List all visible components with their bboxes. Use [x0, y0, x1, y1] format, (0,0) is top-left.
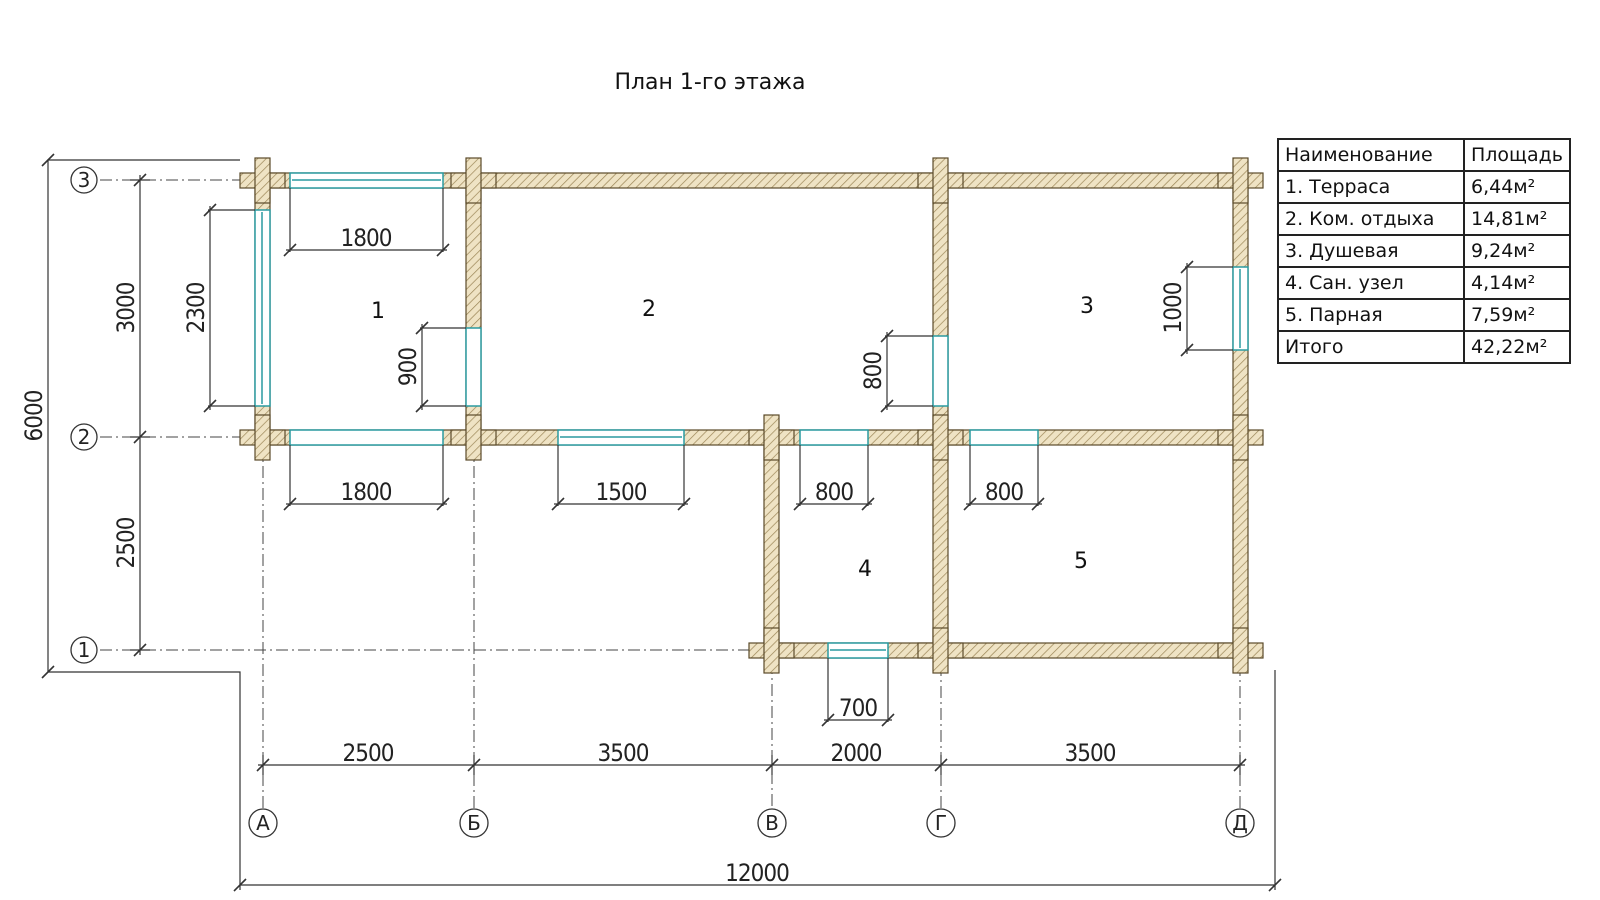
- dim-top-1800: 1800: [341, 224, 392, 252]
- row-name: 4. Сан. узел: [1277, 266, 1465, 300]
- header-name: Наименование: [1277, 138, 1465, 172]
- header-area: Площадь: [1463, 138, 1571, 172]
- dim-chain-2500: 2500: [343, 739, 394, 767]
- walls: [254, 172, 1249, 659]
- room-3-label: 3: [1080, 294, 1094, 319]
- axis-g-label: Г: [935, 811, 947, 835]
- axis-marker-g: [926, 808, 956, 838]
- dim-700: 700: [839, 694, 877, 722]
- dim-800-v: 800: [859, 352, 887, 390]
- dim-1500: 1500: [596, 478, 647, 506]
- axis-v-label: В: [765, 811, 779, 835]
- dim-total-12000: 12000: [725, 859, 789, 887]
- table-row: 3. Душевая 9,24м²: [1277, 234, 1571, 268]
- log-corners: [239, 157, 1264, 674]
- dim-left-3000: 3000: [112, 282, 140, 333]
- axis-marker-v: [757, 808, 787, 838]
- outer-frame: [47, 159, 1276, 890]
- room-labels: 1 2 3 4 5: [371, 294, 1094, 582]
- door-800-v: [932, 335, 949, 407]
- axis-marker-d: [1225, 808, 1255, 838]
- axis-2-label: 2: [78, 425, 91, 449]
- room-5-label: 5: [1074, 549, 1088, 574]
- axis-marker-2: [70, 423, 98, 451]
- row-name: 2. Ком. отдыха: [1277, 202, 1465, 236]
- axis-marker-b: [459, 808, 489, 838]
- axis-a-label: А: [256, 811, 270, 835]
- table-row: 2. Ком. отдыха 14,81м²: [1277, 202, 1571, 236]
- row-name: 3. Душевая: [1277, 234, 1465, 268]
- axis-markers: [70, 166, 1255, 838]
- dimension-labels: 1800 2300 900 1800 1500 800 800 800 1000…: [20, 224, 1187, 887]
- dim-900: 900: [394, 348, 422, 386]
- dim-800-a: 800: [815, 478, 853, 506]
- dim-chain-2000: 2000: [831, 739, 882, 767]
- dim-bottom-1800: 1800: [341, 478, 392, 506]
- axis-b-label: Б: [467, 811, 481, 835]
- axis-3-label: 3: [78, 168, 91, 192]
- dim-total-6000: 6000: [20, 390, 48, 441]
- axis-marker-1: [70, 636, 98, 664]
- wall-axis-v: [763, 429, 780, 659]
- room-1-label: 1: [371, 299, 385, 324]
- dim-left-2500: 2500: [112, 517, 140, 568]
- door-800-a: [799, 429, 869, 446]
- dim-chain-3500-b: 3500: [1065, 739, 1116, 767]
- plan-title: План 1-го этажа: [614, 70, 806, 95]
- total-area: 42,22м²: [1463, 330, 1571, 364]
- row-area: 4,14м²: [1463, 266, 1571, 300]
- door-900: [465, 327, 482, 407]
- axis-marker-labels: 3 2 1 А Б В Г Д: [78, 168, 1248, 835]
- axis-marker-a: [248, 808, 278, 838]
- dim-1000: 1000: [1159, 282, 1187, 333]
- row-area: 14,81м²: [1463, 202, 1571, 236]
- dimension-lines: [41, 153, 1282, 892]
- total-name: Итого: [1277, 330, 1465, 364]
- table-header-row: Наименование Площадь: [1277, 138, 1571, 172]
- room-4-label: 4: [858, 557, 872, 582]
- openings: [254, 172, 1249, 659]
- table-row: 4. Сан. узел 4,14м²: [1277, 266, 1571, 300]
- axis-d-label: Д: [1232, 811, 1248, 835]
- dim-800-b: 800: [985, 478, 1023, 506]
- axis-marker-3: [70, 166, 98, 194]
- row-area: 6,44м²: [1463, 170, 1571, 204]
- row-name: 1. Терраса: [1277, 170, 1465, 204]
- dim-left-2300: 2300: [182, 282, 210, 333]
- row-area: 7,59м²: [1463, 298, 1571, 332]
- table-row: 1. Терраса 6,44м²: [1277, 170, 1571, 204]
- axis-lines: [100, 179, 1260, 810]
- door-800-b: [969, 429, 1039, 446]
- room-2-label: 2: [642, 297, 656, 322]
- area-table: Наименование Площадь 1. Терраса 6,44м² 2…: [1277, 138, 1571, 364]
- axis-1-label: 1: [78, 638, 91, 662]
- dim-chain-3500-a: 3500: [598, 739, 649, 767]
- table-total-row: Итого 42,22м²: [1277, 330, 1571, 364]
- row-name: 5. Парная: [1277, 298, 1465, 332]
- window-bottom-1800: [289, 429, 444, 446]
- table-row: 5. Парная 7,59м²: [1277, 298, 1571, 332]
- row-area: 9,24м²: [1463, 234, 1571, 268]
